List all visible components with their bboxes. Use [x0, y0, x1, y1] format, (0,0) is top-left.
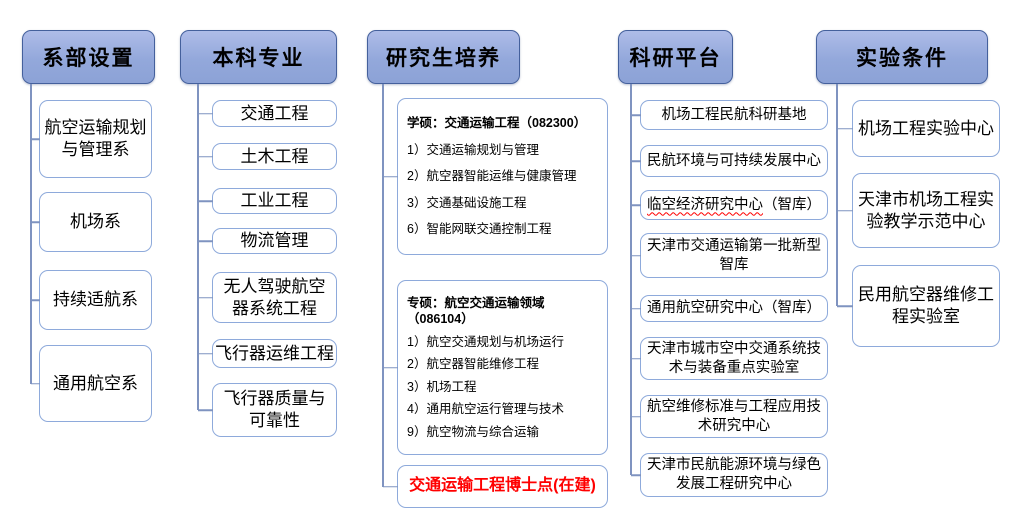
node-civil-aircraft-maintenance-lab: 民用航空器维修工 程实验室 [852, 265, 1000, 347]
header-lab-conditions-label: 实验条件 [856, 47, 948, 70]
header-undergraduate-majors: 本科专业 [180, 30, 337, 84]
tree-row: 无人驾驶航空 器系统工程 [197, 254, 340, 323]
tree-row: 学硕：交通运输工程（082300） 1）交通运输规划与管理 2）航空器智能运维与… [382, 84, 612, 255]
professional-masters-title: 专硕：航空交通运输领域 （086104） [407, 295, 545, 327]
header-graduate-training-label: 研究生培养 [386, 47, 501, 70]
node-urban-air-traffic-key-lab: 天津市城市空中交通系统技 术与装备重点实验室 [640, 337, 828, 380]
header-graduate-training: 研究生培养 [367, 30, 520, 84]
tree-row: 机场工程实验中心 [836, 84, 1002, 157]
node-general-aviation-dept: 通用航空系 [39, 345, 152, 422]
node-aviation-maintenance-standards-center: 航空维修标准与工程应用技 术研究中心 [640, 395, 828, 438]
column-research-platforms: 科研平台 机场工程民航科研基地 民航环境与可持续发展中心 临空经济研究中心（智库… [618, 30, 830, 497]
majors-list: 交通工程 土木工程 工业工程 物流管理 无人驾驶航空 器系统工程 [197, 84, 340, 437]
node-tianjin-transport-think-tank: 天津市交通运输第一批新型 智库 [640, 233, 828, 278]
header-research-platforms-label: 科研平台 [629, 47, 722, 70]
tree-row: 专硕：航空交通运输领域 （086104） 1）航空交通规划与机场运行 2）航空器… [382, 255, 612, 455]
tree-row: 民用航空器维修工 程实验室 [836, 248, 1002, 347]
tree-row: 航空运输规划 与管理系 [30, 84, 162, 178]
node-airport-dept: 机场系 [39, 192, 152, 252]
tree-row: 天津市交通运输第一批新型 智库 [630, 220, 830, 278]
departments-list: 航空运输规划 与管理系 机场系 持续适航系 通用航空系 [30, 84, 162, 422]
platforms-list: 机场工程民航科研基地 民航环境与可持续发展中心 临空经济研究中心（智库） 天津市… [630, 84, 830, 497]
node-academic-masters-program: 学硕：交通运输工程（082300） 1）交通运输规划与管理 2）航空器智能运维与… [397, 98, 608, 255]
tree-row: 交通运输工程博士点(在建) [382, 455, 612, 508]
node-energy-environment-green-dev-center: 天津市民航能源环境与绿色 发展工程研究中心 [640, 453, 828, 497]
spellcheck-underlined-text: 临空经济研究中心 [647, 196, 763, 213]
node-airport-caac-research-base: 机场工程民航科研基地 [640, 100, 828, 130]
tree-row: 天津市城市空中交通系统技 术与装备重点实验室 [630, 322, 830, 380]
tree-row: 临空经济研究中心（智库） [630, 177, 830, 220]
node-tianjin-airport-teaching-demo-center: 天津市机场工程实 验教学示范中心 [852, 173, 1000, 248]
academic-masters-item: 3）交通基础设施工程 [407, 195, 527, 210]
node-aircraft-om-engineering: 飞行器运维工程 [212, 339, 337, 368]
tree-row: 天津市民航能源环境与绿色 发展工程研究中心 [630, 438, 830, 497]
column-graduate-training: 研究生培养 学硕：交通运输工程（082300） 1）交通运输规划与管理 2）航空… [367, 30, 612, 508]
column-undergraduate-majors: 本科专业 交通工程 土木工程 工业工程 物流管理 [180, 30, 340, 437]
tree-row: 机场工程民航科研基地 [630, 84, 830, 130]
node-logistics-management: 物流管理 [212, 228, 337, 254]
tree-row: 民航环境与可持续发展中心 [630, 130, 830, 177]
professional-masters-item: 4）通用航空运行管理与技术 [407, 402, 564, 417]
academic-masters-item: 1）交通运输规划与管理 [407, 142, 539, 157]
tree-row: 飞行器质量与 可靠性 [197, 368, 340, 437]
node-air-transport-planning-dept: 航空运输规划 与管理系 [39, 100, 152, 178]
professional-masters-item: 1）航空交通规划与机场运行 [407, 334, 564, 349]
professional-masters-item: 3）机场工程 [407, 379, 477, 394]
node-continued-airworthiness-dept: 持续适航系 [39, 270, 152, 330]
tree-row: 天津市机场工程实 验教学示范中心 [836, 157, 1002, 248]
header-lab-conditions: 实验条件 [816, 30, 988, 84]
academic-masters-item: 2）航空器智能运维与健康管理 [407, 169, 577, 184]
header-research-platforms: 科研平台 [618, 30, 733, 84]
tree-row: 飞行器运维工程 [197, 323, 340, 368]
node-industrial-engineering: 工业工程 [212, 188, 337, 214]
tree-row: 通用航空研究中心（智库） [630, 278, 830, 322]
node-aircraft-quality-reliability: 飞行器质量与 可靠性 [212, 383, 337, 437]
node-civil-engineering: 土木工程 [212, 143, 337, 170]
tree-row: 物流管理 [197, 214, 340, 254]
graduate-programs-list: 学硕：交通运输工程（082300） 1）交通运输规划与管理 2）航空器智能运维与… [382, 84, 612, 508]
node-general-aviation-research-center: 通用航空研究中心（智库） [640, 295, 828, 322]
node-professional-masters-program: 专硕：航空交通运输领域 （086104） 1）航空交通规划与机场运行 2）航空器… [397, 280, 608, 455]
academic-masters-item: 6）智能网联交通控制工程 [407, 222, 552, 237]
professional-masters-item: 9）航空物流与综合运输 [407, 424, 539, 439]
node-uav-systems-engineering: 无人驾驶航空 器系统工程 [212, 272, 337, 323]
column-departments: 系部设置 航空运输规划 与管理系 机场系 持续适航系 通用航空系 [22, 30, 162, 422]
tree-row: 航空维修标准与工程应用技 术研究中心 [630, 380, 830, 438]
header-undergraduate-majors-label: 本科专业 [212, 47, 305, 70]
node-airport-economy-research-center: 临空经济研究中心（智库） [640, 190, 828, 220]
header-departments-label: 系部设置 [42, 47, 135, 70]
node-traffic-engineering: 交通工程 [212, 100, 337, 127]
header-departments: 系部设置 [22, 30, 155, 84]
tree-row: 通用航空系 [30, 330, 162, 422]
tree-row: 持续适航系 [30, 252, 162, 330]
node-airport-engineering-lab-center: 机场工程实验中心 [852, 100, 1000, 157]
node-caac-environment-sustainability-center: 民航环境与可持续发展中心 [640, 145, 828, 177]
column-lab-conditions: 实验条件 机场工程实验中心 天津市机场工程实 验教学示范中心 民用航空器维修工 … [816, 30, 1002, 347]
tree-row: 机场系 [30, 178, 162, 252]
professional-masters-item: 2）航空器智能维修工程 [407, 357, 539, 372]
labs-list: 机场工程实验中心 天津市机场工程实 验教学示范中心 民用航空器维修工 程实验室 [836, 84, 1002, 347]
tree-row: 土木工程 [197, 127, 340, 170]
tree-row: 工业工程 [197, 170, 340, 214]
node-phd-program-in-construction: 交通运输工程博士点(在建) [397, 465, 608, 508]
tree-row: 交通工程 [197, 84, 340, 127]
academic-masters-title: 学硕：交通运输工程（082300） [407, 116, 587, 131]
